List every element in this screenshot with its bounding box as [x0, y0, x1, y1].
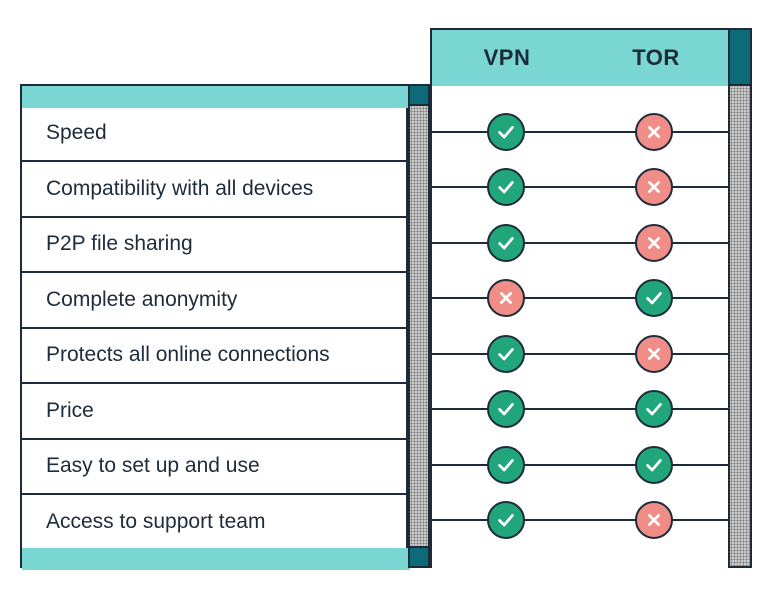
check-circle-icon	[487, 390, 525, 429]
row-connector-line	[432, 130, 728, 133]
check-circle-icon	[635, 445, 673, 484]
feature-label: Compatibility with all devices	[46, 176, 314, 200]
cross-circle-icon	[635, 223, 673, 262]
row-connector-line	[432, 186, 728, 189]
feature-row: Speed	[22, 106, 410, 162]
feature-label: Protects all online connections	[46, 343, 330, 366]
row-connector-line	[432, 297, 728, 300]
cross-circle-icon	[635, 168, 673, 207]
check-circle-icon	[487, 334, 525, 373]
comparison-table-shadow	[728, 28, 752, 568]
check-circle-icon	[487, 168, 525, 207]
cross-circle-icon	[635, 334, 673, 373]
check-circle-icon	[487, 112, 525, 151]
features-table-shadow	[408, 84, 430, 568]
cross-circle-icon	[487, 279, 525, 318]
check-circle-icon	[487, 445, 525, 484]
feature-row: Compatibility with all devices	[22, 162, 410, 218]
comparison-body	[432, 86, 732, 570]
check-circle-icon	[635, 390, 673, 429]
features-footer-bar	[22, 548, 410, 570]
feature-label: Speed	[46, 121, 107, 144]
features-header-bar	[22, 86, 410, 108]
column-header-vpn: VPN	[432, 30, 584, 88]
check-circle-icon	[487, 501, 525, 540]
row-connector-line	[432, 241, 728, 244]
shadow-cap-top-right	[728, 28, 752, 86]
row-connector-line	[432, 519, 728, 522]
feature-row: Easy to set up and use	[22, 439, 410, 495]
feature-label: Easy to set up and use	[46, 454, 260, 477]
feature-label: Complete anonymity	[46, 287, 238, 311]
check-circle-icon	[635, 279, 673, 318]
check-circle-icon	[487, 223, 525, 262]
feature-label: Price	[46, 398, 94, 422]
shadow-cap-top	[408, 84, 430, 106]
shadow-cap-bottom	[408, 546, 430, 568]
comparison-table: VPN TOR	[430, 28, 732, 570]
feature-label: P2P file sharing	[46, 232, 193, 255]
row-connector-line	[432, 408, 728, 411]
row-connector-line	[432, 352, 728, 355]
feature-row: P2P file sharing	[22, 217, 410, 273]
feature-label: Access to support team	[46, 509, 266, 533]
feature-row: Protects all online connections	[22, 328, 410, 384]
feature-row: Complete anonymity	[22, 273, 410, 329]
column-header-tor: TOR	[582, 30, 730, 88]
feature-row: Access to support team	[22, 495, 410, 551]
row-connector-line	[432, 463, 728, 466]
feature-row: Price	[22, 384, 410, 440]
cross-circle-icon	[635, 112, 673, 151]
cross-circle-icon	[635, 501, 673, 540]
